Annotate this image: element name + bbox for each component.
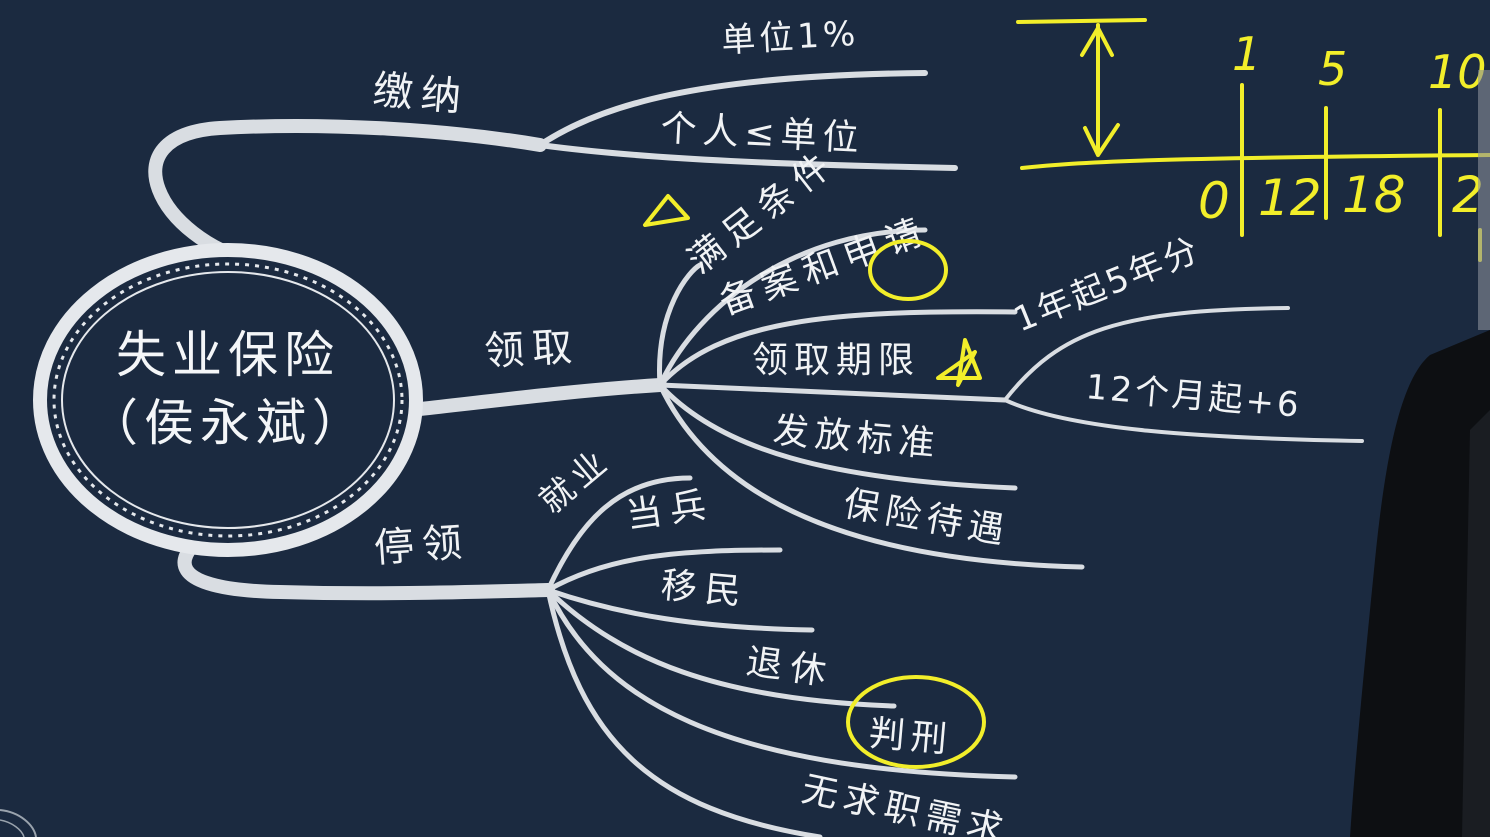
lingqu-child-period: 领取期限 bbox=[752, 340, 920, 381]
lingqu-child-benefits: 保险待遇 bbox=[840, 483, 1013, 553]
tingling-child-army: 当兵 bbox=[624, 484, 717, 537]
presenter-silhouette bbox=[1350, 70, 1490, 837]
ink-month-12: 12 bbox=[1258, 169, 1322, 227]
ink-baseline bbox=[1020, 153, 1490, 170]
ink-double-arrow bbox=[1080, 23, 1120, 157]
ink-triangle-conditions bbox=[643, 194, 690, 227]
ink-star-period bbox=[936, 338, 982, 387]
tingling-child-retire: 退休 bbox=[744, 641, 837, 694]
branch-label-lingqu: 领取 bbox=[483, 324, 581, 375]
ink-circle-apply bbox=[868, 239, 948, 301]
ink-number-10: 10 bbox=[1428, 45, 1487, 99]
corner-ornament bbox=[0, 809, 37, 837]
center-subtitle: （侯永斌） bbox=[88, 394, 368, 452]
center-title: 失业保险 bbox=[116, 326, 340, 384]
tingling-child-no-job-need: 无求职需求 bbox=[798, 769, 1012, 837]
ink-circle-sentenced bbox=[846, 675, 986, 769]
jiaona-child-personal: 个人≤单位 bbox=[660, 108, 866, 160]
ink-number-5: 5 bbox=[1318, 42, 1347, 96]
tingling-child-emigrate: 移民 bbox=[659, 565, 750, 614]
branch-lines bbox=[148, 70, 1364, 837]
tingling-child-sentenced: 判刑 bbox=[867, 713, 954, 761]
ink-month-0: 0 bbox=[1198, 172, 1230, 230]
ink-top-line bbox=[1016, 18, 1147, 24]
ink-number-1: 1 bbox=[1232, 27, 1261, 81]
branch-label-tingling: 停领 bbox=[372, 519, 471, 572]
ink-month-18: 18 bbox=[1342, 166, 1406, 224]
period-child-year: 1年起5年分 bbox=[1008, 229, 1206, 340]
jiaona-child-unit: 单位1% bbox=[720, 14, 860, 61]
center-node: 失业保险 （侯永斌） bbox=[33, 243, 423, 557]
branch-label-jiaona: 缴纳 bbox=[371, 67, 471, 121]
period-child-month: 12个月起+6 bbox=[1084, 367, 1303, 426]
